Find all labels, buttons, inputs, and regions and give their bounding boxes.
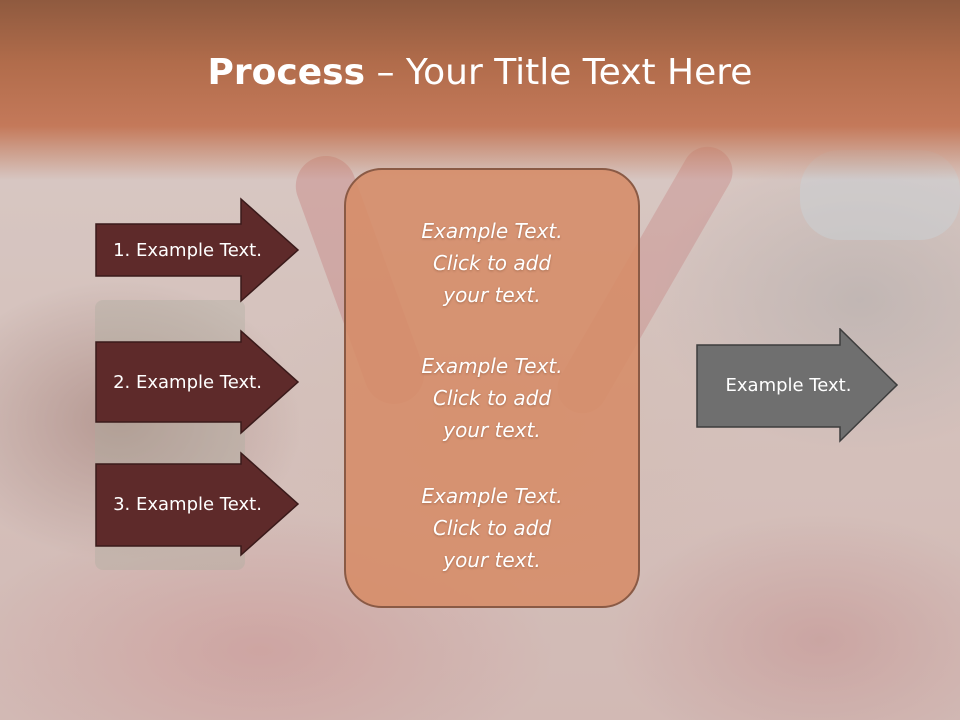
step-arrow-1[interactable]: 1. Example Text. bbox=[95, 197, 300, 303]
step-arrow-2[interactable]: 2. Example Text. bbox=[95, 329, 300, 435]
step-label: 1. Example Text. bbox=[113, 239, 262, 261]
slide-title[interactable]: Process – Your Title Text Here bbox=[0, 52, 960, 93]
center-text-box[interactable]: Example Text. Click to add your text. Ex… bbox=[344, 168, 640, 608]
step-arrow-shape bbox=[95, 329, 300, 435]
center-paragraph-1: Example Text. Click to add your text. bbox=[346, 215, 638, 311]
para-line: Click to add bbox=[432, 516, 552, 540]
center-paragraph-3: Example Text. Click to add your text. bbox=[346, 480, 638, 576]
para-line: Example Text. bbox=[421, 219, 563, 243]
title-bar bbox=[0, 0, 960, 180]
step-label: 3. Example Text. bbox=[113, 493, 262, 515]
step-arrow-3[interactable]: 3. Example Text. bbox=[95, 451, 300, 557]
title-rest: – Your Title Text Here bbox=[365, 52, 753, 93]
para-line: Example Text. bbox=[421, 484, 563, 508]
result-arrow[interactable]: Example Text. bbox=[696, 328, 898, 443]
title-bold: Process bbox=[207, 52, 366, 93]
para-line: your text. bbox=[443, 548, 541, 572]
para-line: Example Text. bbox=[421, 354, 563, 378]
step-arrow-shape bbox=[95, 451, 300, 557]
center-paragraph-2: Example Text. Click to add your text. bbox=[346, 350, 638, 446]
para-line: Click to add bbox=[432, 251, 552, 275]
result-label: Example Text. bbox=[725, 375, 852, 396]
result-arrow-shape bbox=[696, 328, 898, 443]
para-line: Click to add bbox=[432, 386, 552, 410]
para-line: your text. bbox=[443, 418, 541, 442]
step-arrow-shape bbox=[95, 197, 300, 303]
step-label: 2. Example Text. bbox=[113, 371, 262, 393]
para-line: your text. bbox=[443, 283, 541, 307]
